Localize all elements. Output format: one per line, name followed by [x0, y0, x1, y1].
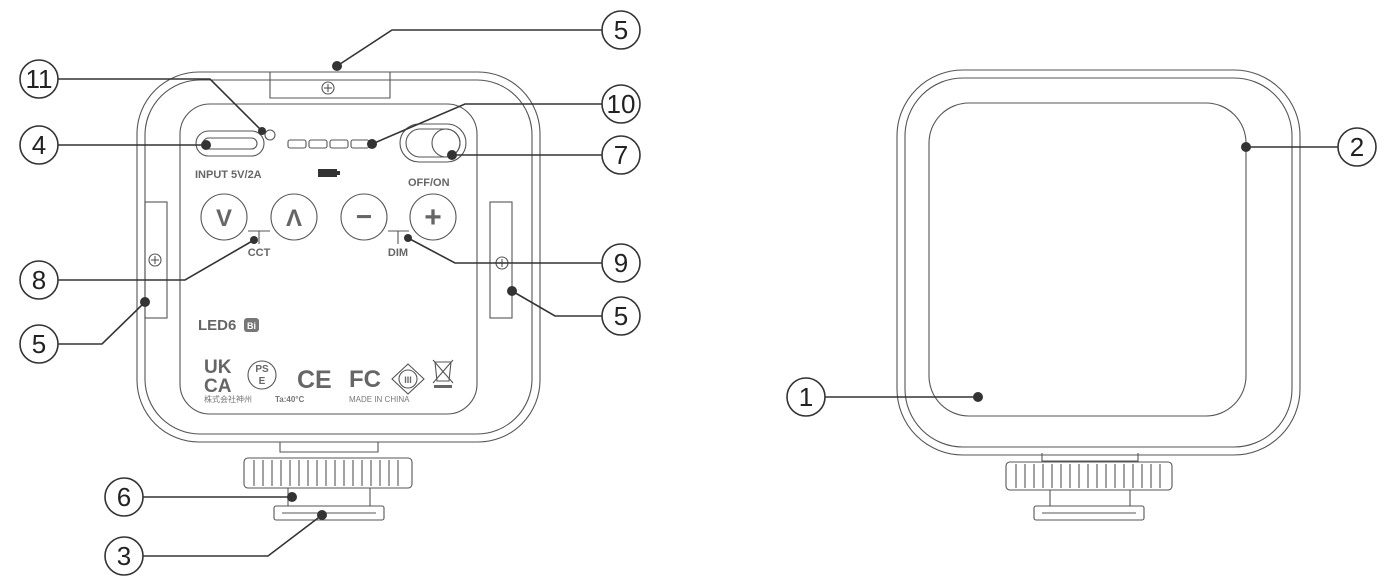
- back-view: INPUT 5V/2A OFF/ON V Λ −: [136, 71, 541, 521]
- power-switch: [399, 123, 467, 163]
- callout-5-top: 5: [332, 10, 641, 71]
- cold-shoe-mount: [243, 442, 413, 521]
- svg-text:9: 9: [614, 248, 628, 278]
- led-panel: [928, 102, 1247, 417]
- svg-text:−: −: [356, 201, 372, 232]
- svg-text:7: 7: [614, 140, 628, 170]
- battery-level-indicator: [287, 139, 370, 149]
- maker-text: 株式会社神州: [204, 394, 252, 404]
- callout-2: 2: [1241, 127, 1377, 167]
- class-iii-mark: III: [391, 363, 425, 395]
- usb-c-port-inner: [202, 137, 258, 150]
- callout-3: 3: [104, 510, 327, 576]
- svg-text:III: III: [404, 375, 412, 385]
- svg-text:E: E: [259, 376, 266, 387]
- svg-text:5: 5: [32, 329, 46, 359]
- svg-text:3: 3: [117, 541, 131, 571]
- svg-text:+: +: [424, 201, 442, 234]
- svg-text:Bi: Bi: [247, 321, 256, 331]
- pse-mark: PS E: [247, 360, 277, 390]
- indicator-light: [264, 129, 276, 141]
- ce-mark: CE: [297, 366, 332, 394]
- screw-icon: [148, 253, 162, 267]
- switch-label: OFF/ON: [408, 177, 450, 189]
- temp-text: Ta:40°C: [275, 395, 305, 404]
- screw-icon: [321, 81, 335, 95]
- model-logo: LED6 Bi: [198, 317, 259, 334]
- svg-text:Λ: Λ: [286, 205, 302, 232]
- svg-text:V: V: [216, 205, 232, 232]
- cct-bracket: [248, 230, 270, 244]
- callout-10: 10: [367, 84, 641, 149]
- callout-9: 9: [404, 234, 641, 283]
- back-body-outer: [136, 71, 541, 443]
- callout-5-left: 5: [19, 297, 150, 364]
- svg-text:8: 8: [32, 265, 46, 295]
- usb-c-port: [195, 130, 265, 157]
- dim-bracket: [388, 230, 409, 244]
- callout-1: 1: [786, 377, 983, 417]
- front-view: [896, 69, 1301, 521]
- dim-plus-button: +: [409, 193, 457, 241]
- left-side-clip: [144, 201, 168, 319]
- svg-text:CA: CA: [204, 376, 232, 397]
- right-side-clip: [489, 201, 513, 319]
- svg-text:10: 10: [607, 89, 636, 119]
- svg-text:PS: PS: [255, 364, 269, 375]
- svg-text:2: 2: [1350, 132, 1364, 162]
- callout-5-right: 5: [507, 286, 641, 336]
- svg-text:6: 6: [117, 482, 131, 512]
- dim-minus-button: −: [340, 193, 388, 241]
- svg-text:UK: UK: [204, 357, 232, 378]
- callout-7: 7: [447, 135, 641, 175]
- svg-text:5: 5: [614, 301, 628, 331]
- svg-text:1: 1: [799, 382, 813, 412]
- weee-bin-icon: [432, 359, 454, 388]
- back-panel: [179, 103, 478, 415]
- callout-6: 6: [104, 477, 297, 517]
- front-body-outer: [896, 69, 1301, 456]
- battery-icon: [318, 169, 340, 177]
- callout-8: 8: [19, 236, 258, 300]
- svg-text:LED6: LED6: [198, 317, 236, 334]
- svg-text:4: 4: [32, 130, 46, 160]
- callout-4: 4: [19, 125, 211, 165]
- cct-label: CCT: [248, 247, 271, 259]
- cct-up-button: Λ: [270, 193, 318, 241]
- svg-text:5: 5: [614, 15, 628, 45]
- top-clip: [269, 71, 391, 99]
- cct-down-button: V: [200, 193, 248, 241]
- input-label: INPUT 5V/2A: [195, 169, 262, 181]
- front-cold-shoe: [1005, 453, 1173, 521]
- fc-mark: FC: [349, 366, 381, 393]
- callout-11: 11: [19, 59, 266, 135]
- front-body-inner: [904, 77, 1293, 448]
- dim-label: DIM: [388, 247, 408, 259]
- origin-text: MADE IN CHINA: [349, 395, 410, 404]
- ukca-mark: UK CA: [204, 357, 232, 397]
- power-switch-knob: [431, 128, 461, 158]
- svg-text:11: 11: [26, 64, 53, 94]
